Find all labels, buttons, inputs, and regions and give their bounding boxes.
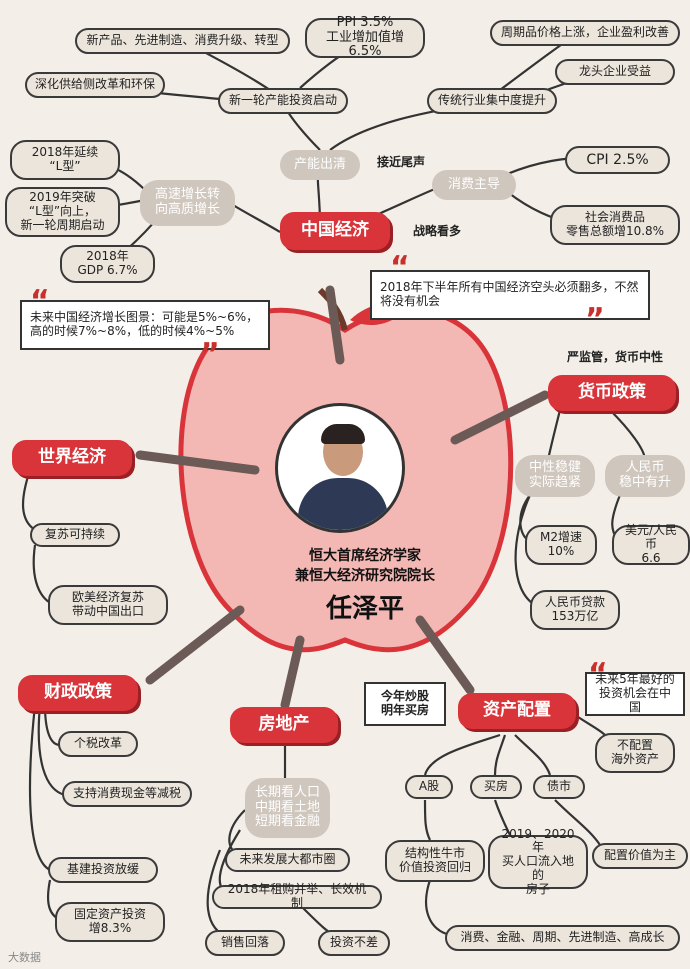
node-concentration[interactable]: 传统行业集中度提升 bbox=[427, 88, 557, 114]
node-new-investment[interactable]: 新一轮产能投资启动 bbox=[218, 88, 348, 114]
node-l2019[interactable]: 2019年突破 “L型”向上， 新一轮周期启动 bbox=[5, 187, 120, 237]
node-fiscal[interactable]: 财政政策 bbox=[18, 675, 138, 711]
node-structural[interactable]: 结构性牛市 价值投资回归 bbox=[385, 840, 485, 882]
quote-mark-top-close: ” bbox=[585, 305, 605, 335]
arrow-to-fiscal bbox=[150, 610, 240, 680]
node-l2018[interactable]: 2018年延续 “L型” bbox=[10, 140, 120, 180]
node-leaders[interactable]: 龙头企业受益 bbox=[555, 59, 675, 85]
node-growth[interactable]: 高速增长转 向高质增长 bbox=[140, 180, 235, 226]
node-reform[interactable]: 深化供给侧改革和环保 bbox=[25, 72, 165, 98]
node-usd[interactable]: 美元/人民币 6.6 bbox=[612, 525, 690, 565]
portrait-photo bbox=[275, 403, 405, 533]
link-assets-house bbox=[495, 735, 505, 775]
node-ppi[interactable]: PPI 3.5% 工业增加值增6.5% bbox=[305, 18, 425, 58]
node-gdp[interactable]: 2018年 GDP 6.7% bbox=[60, 245, 155, 283]
slogan-bubble: 今年炒股 明年买房 bbox=[364, 682, 446, 726]
node-bonds[interactable]: 债市 bbox=[533, 775, 585, 799]
node-re-policy[interactable]: 2018年租购并举、长效机制 bbox=[212, 885, 382, 909]
link-structural-sectors bbox=[426, 880, 450, 935]
center-title-line2: 兼恒大经济研究院院长 bbox=[265, 565, 465, 585]
node-retail[interactable]: 社会消费品 零售总额增10.8% bbox=[550, 205, 680, 245]
quote-left: 未来中国经济增长图景：可能是5%~6%，高的时候7%~8%，低的时候4%~5% bbox=[20, 300, 270, 350]
node-new-drivers[interactable]: 新产品、先进制造、消费升级、转型 bbox=[75, 28, 290, 54]
link-assets-bond bbox=[515, 735, 550, 775]
node-consumption[interactable]: 消费主导 bbox=[432, 170, 516, 200]
watermark: 大数据 bbox=[8, 950, 78, 966]
node-cycle-prices[interactable]: 周期品价格上涨，企业盈利改善 bbox=[490, 20, 680, 46]
node-housing[interactable]: 买房 bbox=[470, 775, 522, 799]
node-world-economy[interactable]: 世界经济 bbox=[12, 440, 132, 476]
node-cities[interactable]: 未来发展大都市圈 bbox=[225, 848, 350, 872]
node-overseas[interactable]: 不配置 海外资产 bbox=[595, 733, 675, 773]
node-buy-house[interactable]: 2019、2020年 买人口流入地的 房子 bbox=[488, 835, 588, 889]
node-infra[interactable]: 基建投资放缓 bbox=[48, 857, 158, 883]
node-re-view[interactable]: 长期看人口 中期看土地 短期看金融 bbox=[245, 778, 330, 838]
portrait-suit bbox=[298, 478, 388, 533]
node-sales[interactable]: 销售回落 bbox=[205, 930, 285, 956]
center-name: 任泽平 bbox=[265, 588, 465, 625]
node-tax[interactable]: 个税改革 bbox=[58, 731, 138, 757]
node-capacity[interactable]: 产能出清 bbox=[280, 150, 360, 180]
node-recovery[interactable]: 复苏可持续 bbox=[30, 523, 120, 547]
portrait-hair bbox=[321, 424, 365, 444]
link-assets-overseas bbox=[575, 715, 605, 735]
quote-top: 2018年下半年所有中国经济空头必须翻多，不然将没有机会 bbox=[370, 270, 650, 320]
monetary-stance: 严监管，货币中性 bbox=[555, 348, 675, 368]
best-quote: 未来5年最好的 投资机会在中国 bbox=[585, 672, 685, 716]
strategy-note: 战略看多 bbox=[402, 222, 472, 242]
node-real-estate[interactable]: 房地产 bbox=[230, 707, 338, 743]
node-sectors[interactable]: 消费、金融、周期、先进制造、高成长 bbox=[445, 925, 680, 951]
node-rmb[interactable]: 人民币 稳中有升 bbox=[605, 455, 685, 497]
quote-mark-left-close: ” bbox=[200, 340, 220, 370]
node-export[interactable]: 欧美经济复苏 带动中国出口 bbox=[48, 585, 168, 625]
node-china-economy[interactable]: 中国经济 bbox=[280, 212, 390, 250]
node-loans[interactable]: 人民币贷款 153万亿 bbox=[530, 590, 620, 630]
capacity-status: 接近尾声 bbox=[368, 153, 434, 173]
node-cash[interactable]: 支持消费现金等减税 bbox=[62, 781, 192, 807]
node-m2[interactable]: M2增速 10% bbox=[525, 525, 597, 565]
node-assets[interactable]: 资产配置 bbox=[458, 693, 576, 729]
link-world-recovery bbox=[23, 470, 35, 530]
center-title-line1: 恒大首席经济学家 bbox=[265, 545, 465, 565]
link-stock-structural bbox=[425, 800, 430, 840]
link-monetary-rmb bbox=[610, 410, 645, 460]
node-bond-value[interactable]: 配置价值为主 bbox=[592, 843, 688, 869]
node-stocks[interactable]: A股 bbox=[405, 775, 453, 799]
node-re-invest[interactable]: 投资不差 bbox=[318, 930, 390, 956]
link-assets-split bbox=[425, 735, 500, 775]
node-monetary[interactable]: 货币政策 bbox=[548, 375, 676, 411]
node-neutral[interactable]: 中性稳健 实际趋紧 bbox=[515, 455, 595, 497]
link-monetary-neutral bbox=[548, 410, 560, 460]
node-fixed[interactable]: 固定资产投资 增8.3% bbox=[55, 902, 165, 942]
node-cpi[interactable]: CPI 2.5% bbox=[565, 146, 670, 174]
